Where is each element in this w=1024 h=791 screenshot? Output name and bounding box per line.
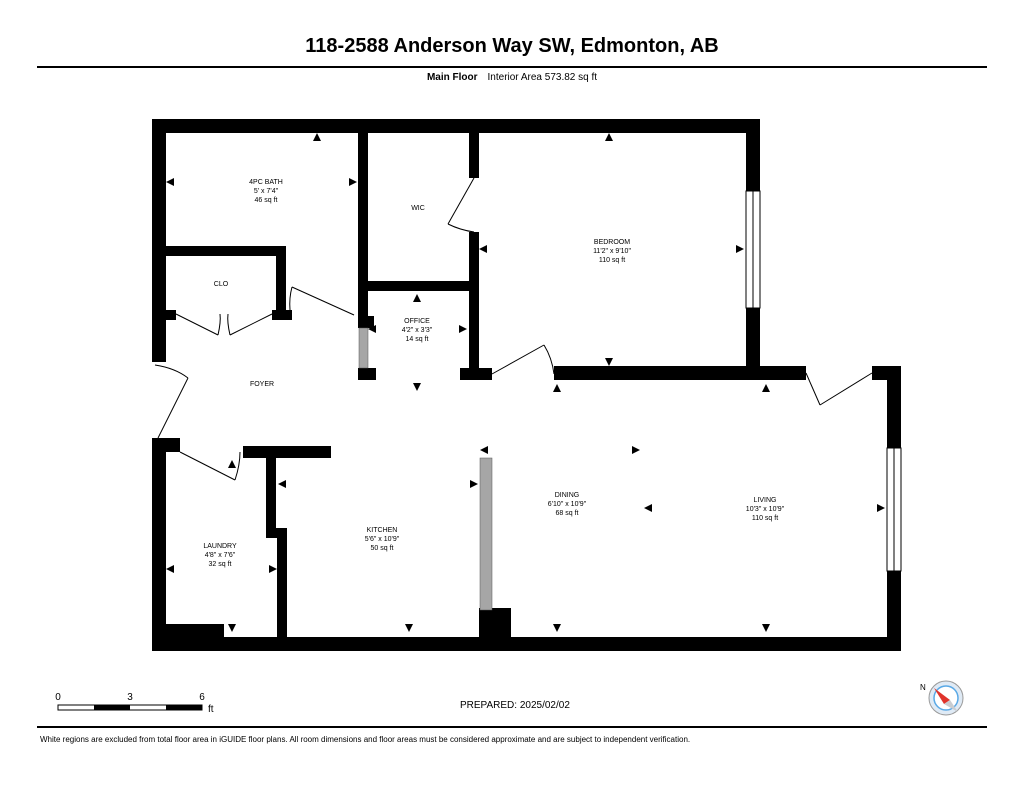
- scale-bar: 0 3 6 ft: [55, 692, 214, 715]
- dining-area: 68 sq ft: [556, 510, 579, 517]
- compass-north-label: N: [920, 683, 926, 692]
- interior-area: Interior Area 573.82 sq ft: [487, 72, 598, 83]
- windows: [745, 190, 902, 572]
- scale-tick-3: 3: [127, 692, 133, 703]
- foyer-name: FOYER: [250, 381, 274, 388]
- kitchen-name: KITCHEN: [367, 527, 398, 534]
- property-address-title: 118-2588 Anderson Way SW, Edmonton, AB: [305, 35, 719, 57]
- bedroom-name: BEDROOM: [594, 239, 630, 246]
- exterior-walls: [152, 119, 901, 651]
- dining-dims: 6'10" x 10'9": [548, 501, 587, 508]
- dining-name: DINING: [555, 492, 580, 499]
- clo-name: CLO: [214, 281, 229, 288]
- footer-rule: [37, 726, 987, 728]
- bedroom-area: 110 sq ft: [599, 257, 625, 264]
- floor-info: Main Floor Interior Area 573.82 sq ft: [0, 72, 1024, 83]
- scale-tick-6: 6: [199, 692, 205, 703]
- dimension-markers: [166, 133, 885, 632]
- compass-icon: N: [920, 680, 964, 716]
- bath-area: 46 sq ft: [255, 197, 278, 204]
- laundry-area: 32 sq ft: [209, 561, 232, 568]
- prepared-date: PREPARED: 2025/02/02: [460, 700, 570, 711]
- bath-dims: 5' x 7'4": [254, 188, 279, 195]
- bedroom-dims: 11'2" x 9'10": [593, 248, 631, 255]
- living-name: LIVING: [754, 497, 777, 504]
- office-area: 14 sq ft: [406, 336, 429, 343]
- interior-walls: [166, 130, 511, 644]
- office-dims: 4'2" x 3'3": [402, 327, 433, 334]
- door-swings: [154, 177, 873, 481]
- disclaimer-text: White regions are excluded from total fl…: [40, 735, 691, 744]
- floor-label: Main Floor: [426, 72, 478, 83]
- scale-unit: ft: [208, 704, 214, 715]
- kitchen-area: 50 sq ft: [371, 545, 394, 552]
- half-walls: [358, 327, 493, 611]
- laundry-name: LAUNDRY: [203, 543, 237, 550]
- living-area: 110 sq ft: [752, 515, 778, 522]
- room-labels: 4PC BATH 5' x 7'4" 46 sq ft WIC BEDROOM …: [203, 179, 784, 568]
- laundry-dims: 4'8" x 7'6": [205, 552, 236, 559]
- kitchen-dims: 5'6" x 10'9": [365, 536, 400, 543]
- office-name: OFFICE: [404, 318, 430, 325]
- scale-tick-0: 0: [55, 692, 61, 703]
- wic-name: WIC: [411, 205, 425, 212]
- bath-name: 4PC BATH: [249, 179, 283, 186]
- header-rule: [37, 66, 987, 68]
- living-dims: 10'3" x 10'9": [746, 506, 785, 513]
